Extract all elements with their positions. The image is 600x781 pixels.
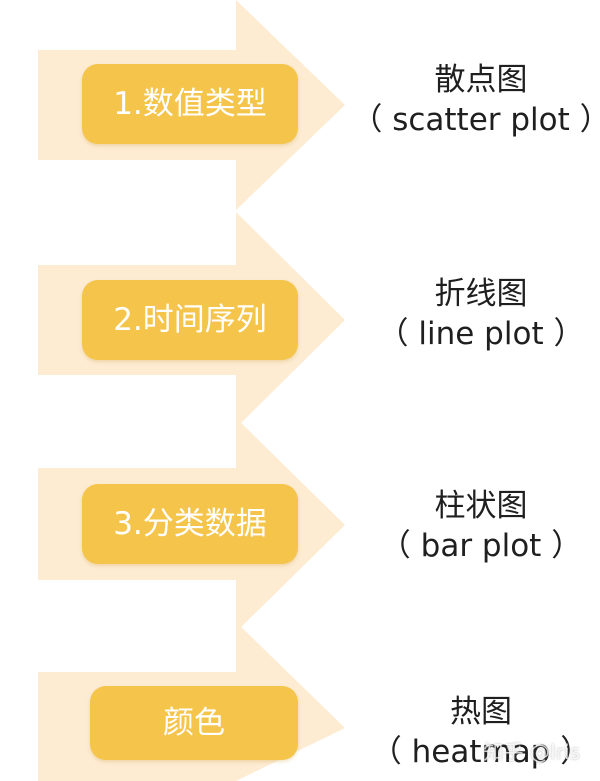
step-pill-numeric: 1.数值类型 xyxy=(82,64,298,144)
step-pill-timeseries: 2.时间序列 xyxy=(82,280,298,360)
label-english: （ bar plot ） xyxy=(379,528,583,564)
step-label-line: 折线图 （ line plot ） xyxy=(350,274,600,354)
step-label-bar: 柱状图 （ bar plot ） xyxy=(350,486,600,566)
step-label-scatter: 散点图 （ scatter plot ） xyxy=(350,60,600,140)
label-english: （ scatter plot ） xyxy=(351,102,600,138)
label-chinese: 散点图 xyxy=(434,62,528,98)
step-pill-categorical: 3.分类数据 xyxy=(82,484,298,564)
watermark: 知乎 @Iris xyxy=(483,740,580,764)
step-label-heatmap: 热图 （ heatmap ） xyxy=(350,692,600,772)
label-chinese: 柱状图 xyxy=(434,488,528,524)
label-english: （ line plot ） xyxy=(377,316,585,352)
label-chinese: 热图 xyxy=(450,694,512,730)
label-english: （ heatmap ） xyxy=(370,734,592,770)
label-chinese: 折线图 xyxy=(434,276,528,312)
step-pill-color: 颜色 xyxy=(90,686,298,760)
